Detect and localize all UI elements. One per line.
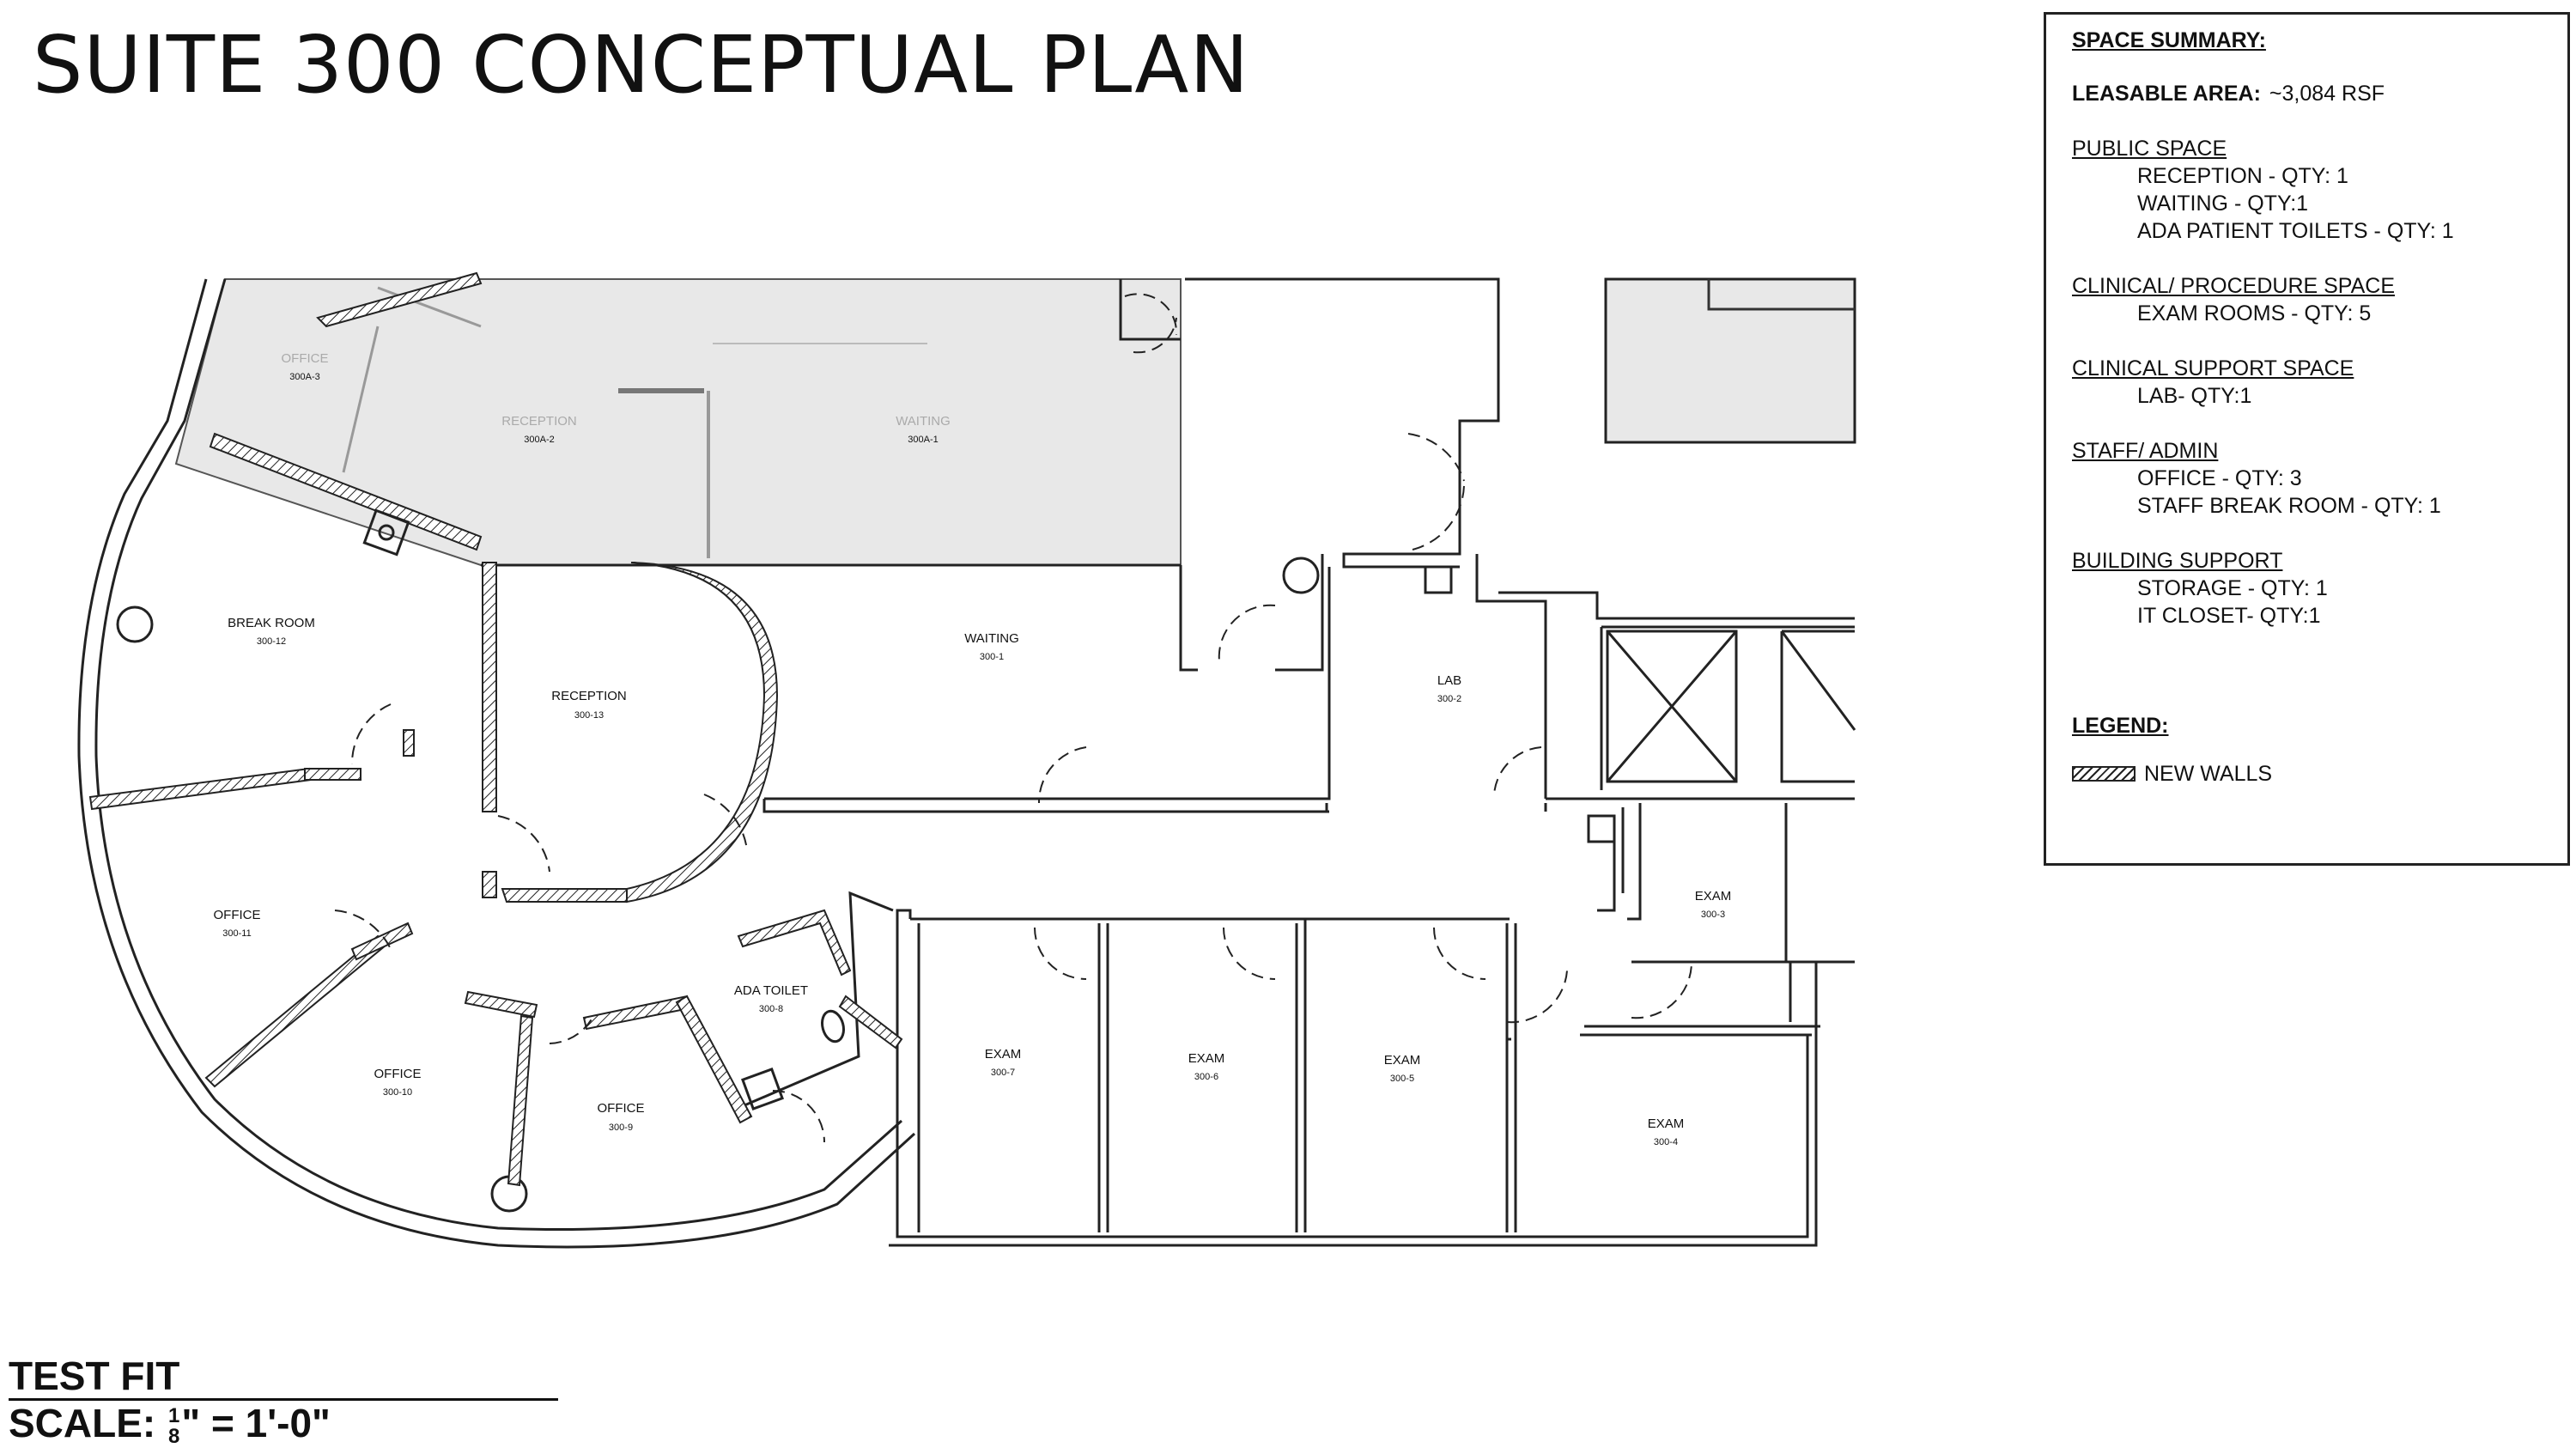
summary-item: WAITING - QTY:1 — [2137, 192, 2309, 216]
section-public: PUBLIC SPACE — [2072, 137, 2227, 161]
room-label: OFFICE — [214, 908, 261, 922]
summary-item: EXAM ROOMS - QTY: 5 — [2137, 301, 2372, 325]
room-number: 300A-2 — [524, 435, 554, 445]
room-number: 300-7 — [991, 1068, 1015, 1078]
room-number: 300-1 — [980, 652, 1004, 662]
room-number: 300A-3 — [289, 372, 319, 382]
room-label: OFFICE — [282, 351, 329, 366]
room-number: 300-10 — [383, 1087, 412, 1098]
test-fit-label: TEST FIT — [9, 1354, 180, 1398]
leasable-area: LEASABLE AREA: ~3,084 RSF — [2072, 80, 2567, 107]
section-clinical-support: CLINICAL SUPPORT SPACE — [2072, 356, 2354, 380]
summary-item: RECEPTION - QTY: 1 — [2137, 164, 2348, 188]
room-number: 300-6 — [1194, 1072, 1218, 1082]
room-number: 300-9 — [609, 1123, 633, 1133]
room-label: BREAK ROOM — [228, 616, 315, 630]
door-swings — [334, 293, 1693, 1143]
room-label: OFFICE — [598, 1101, 645, 1116]
room-number: 300-12 — [257, 636, 286, 647]
summary-item: STORAGE - QTY: 1 — [2137, 576, 2328, 600]
room-number: 300A-1 — [908, 435, 938, 445]
room-label: EXAM — [985, 1047, 1022, 1062]
room-label: ADA TOILET — [734, 983, 808, 998]
new-walls-swatch — [2072, 766, 2136, 782]
room-label: WAITING — [964, 631, 1019, 646]
legend-heading: LEGEND: — [2072, 714, 2169, 738]
summary-item: LAB- QTY:1 — [2137, 384, 2252, 408]
room-number: 300-2 — [1437, 694, 1461, 704]
room-number: 300-13 — [574, 710, 604, 721]
section-clinical: CLINICAL/ PROCEDURE SPACE — [2072, 274, 2396, 298]
section-staff: STAFF/ ADMIN — [2072, 439, 2219, 463]
summary-heading: SPACE SUMMARY: — [2072, 28, 2266, 52]
room-label: LAB — [1437, 673, 1461, 688]
summary-item: ADA PATIENT TOILETS - QTY: 1 — [2137, 219, 2454, 243]
room-number: 300-5 — [1390, 1074, 1414, 1084]
summary-item: STAFF BREAK ROOM - QTY: 1 — [2137, 494, 2441, 518]
summary-item: OFFICE - QTY: 3 — [2137, 466, 2302, 490]
summary-item: IT CLOSET- QTY:1 — [2137, 604, 2321, 628]
room-labels: BREAK ROOM 300-12 RECEPTION 300-13 WAITI… — [214, 616, 1732, 1147]
walls — [481, 277, 1856, 1247]
divider — [9, 1398, 558, 1401]
room-label: EXAM — [1695, 889, 1732, 903]
existing-room-labels: OFFICE 300A-3 RECEPTION 300A-2 WAITING 3… — [282, 351, 951, 445]
legend-item: NEW WALLS — [2072, 760, 2567, 788]
fixtures — [362, 508, 1616, 1110]
room-number: 300-11 — [222, 928, 251, 939]
scale-numerator: 1 — [168, 1403, 180, 1427]
room-label: RECEPTION — [501, 414, 577, 429]
room-label: WAITING — [896, 414, 951, 429]
leasable-area-label: LEASABLE AREA: — [2072, 82, 2261, 106]
legend-label: NEW WALLS — [2144, 762, 2273, 786]
room-number: 300-3 — [1701, 910, 1725, 920]
page-title: SUITE 300 CONCEPTUAL PLAN — [33, 19, 1250, 111]
scale-denominator: 8 — [168, 1424, 180, 1448]
room-label: RECEPTION — [551, 689, 627, 703]
new-walls — [88, 271, 903, 1187]
room-label: EXAM — [1648, 1116, 1685, 1131]
room-number: 300-8 — [759, 1004, 783, 1014]
space-summary-panel: SPACE SUMMARY: LEASABLE AREA:~3,084 RSF … — [2044, 12, 2570, 866]
section-building-support: BUILDING SUPPORT — [2072, 549, 2283, 573]
scale-suffix: " = 1'-0" — [181, 1401, 331, 1445]
room-label: EXAM — [1384, 1053, 1421, 1068]
room-label: OFFICE — [374, 1067, 422, 1081]
room-number: 300-4 — [1654, 1137, 1678, 1147]
room-label: EXAM — [1188, 1051, 1225, 1066]
leasable-area-value: ~3,084 RSF — [2269, 82, 2385, 106]
scale-prefix: SCALE: — [9, 1401, 156, 1445]
